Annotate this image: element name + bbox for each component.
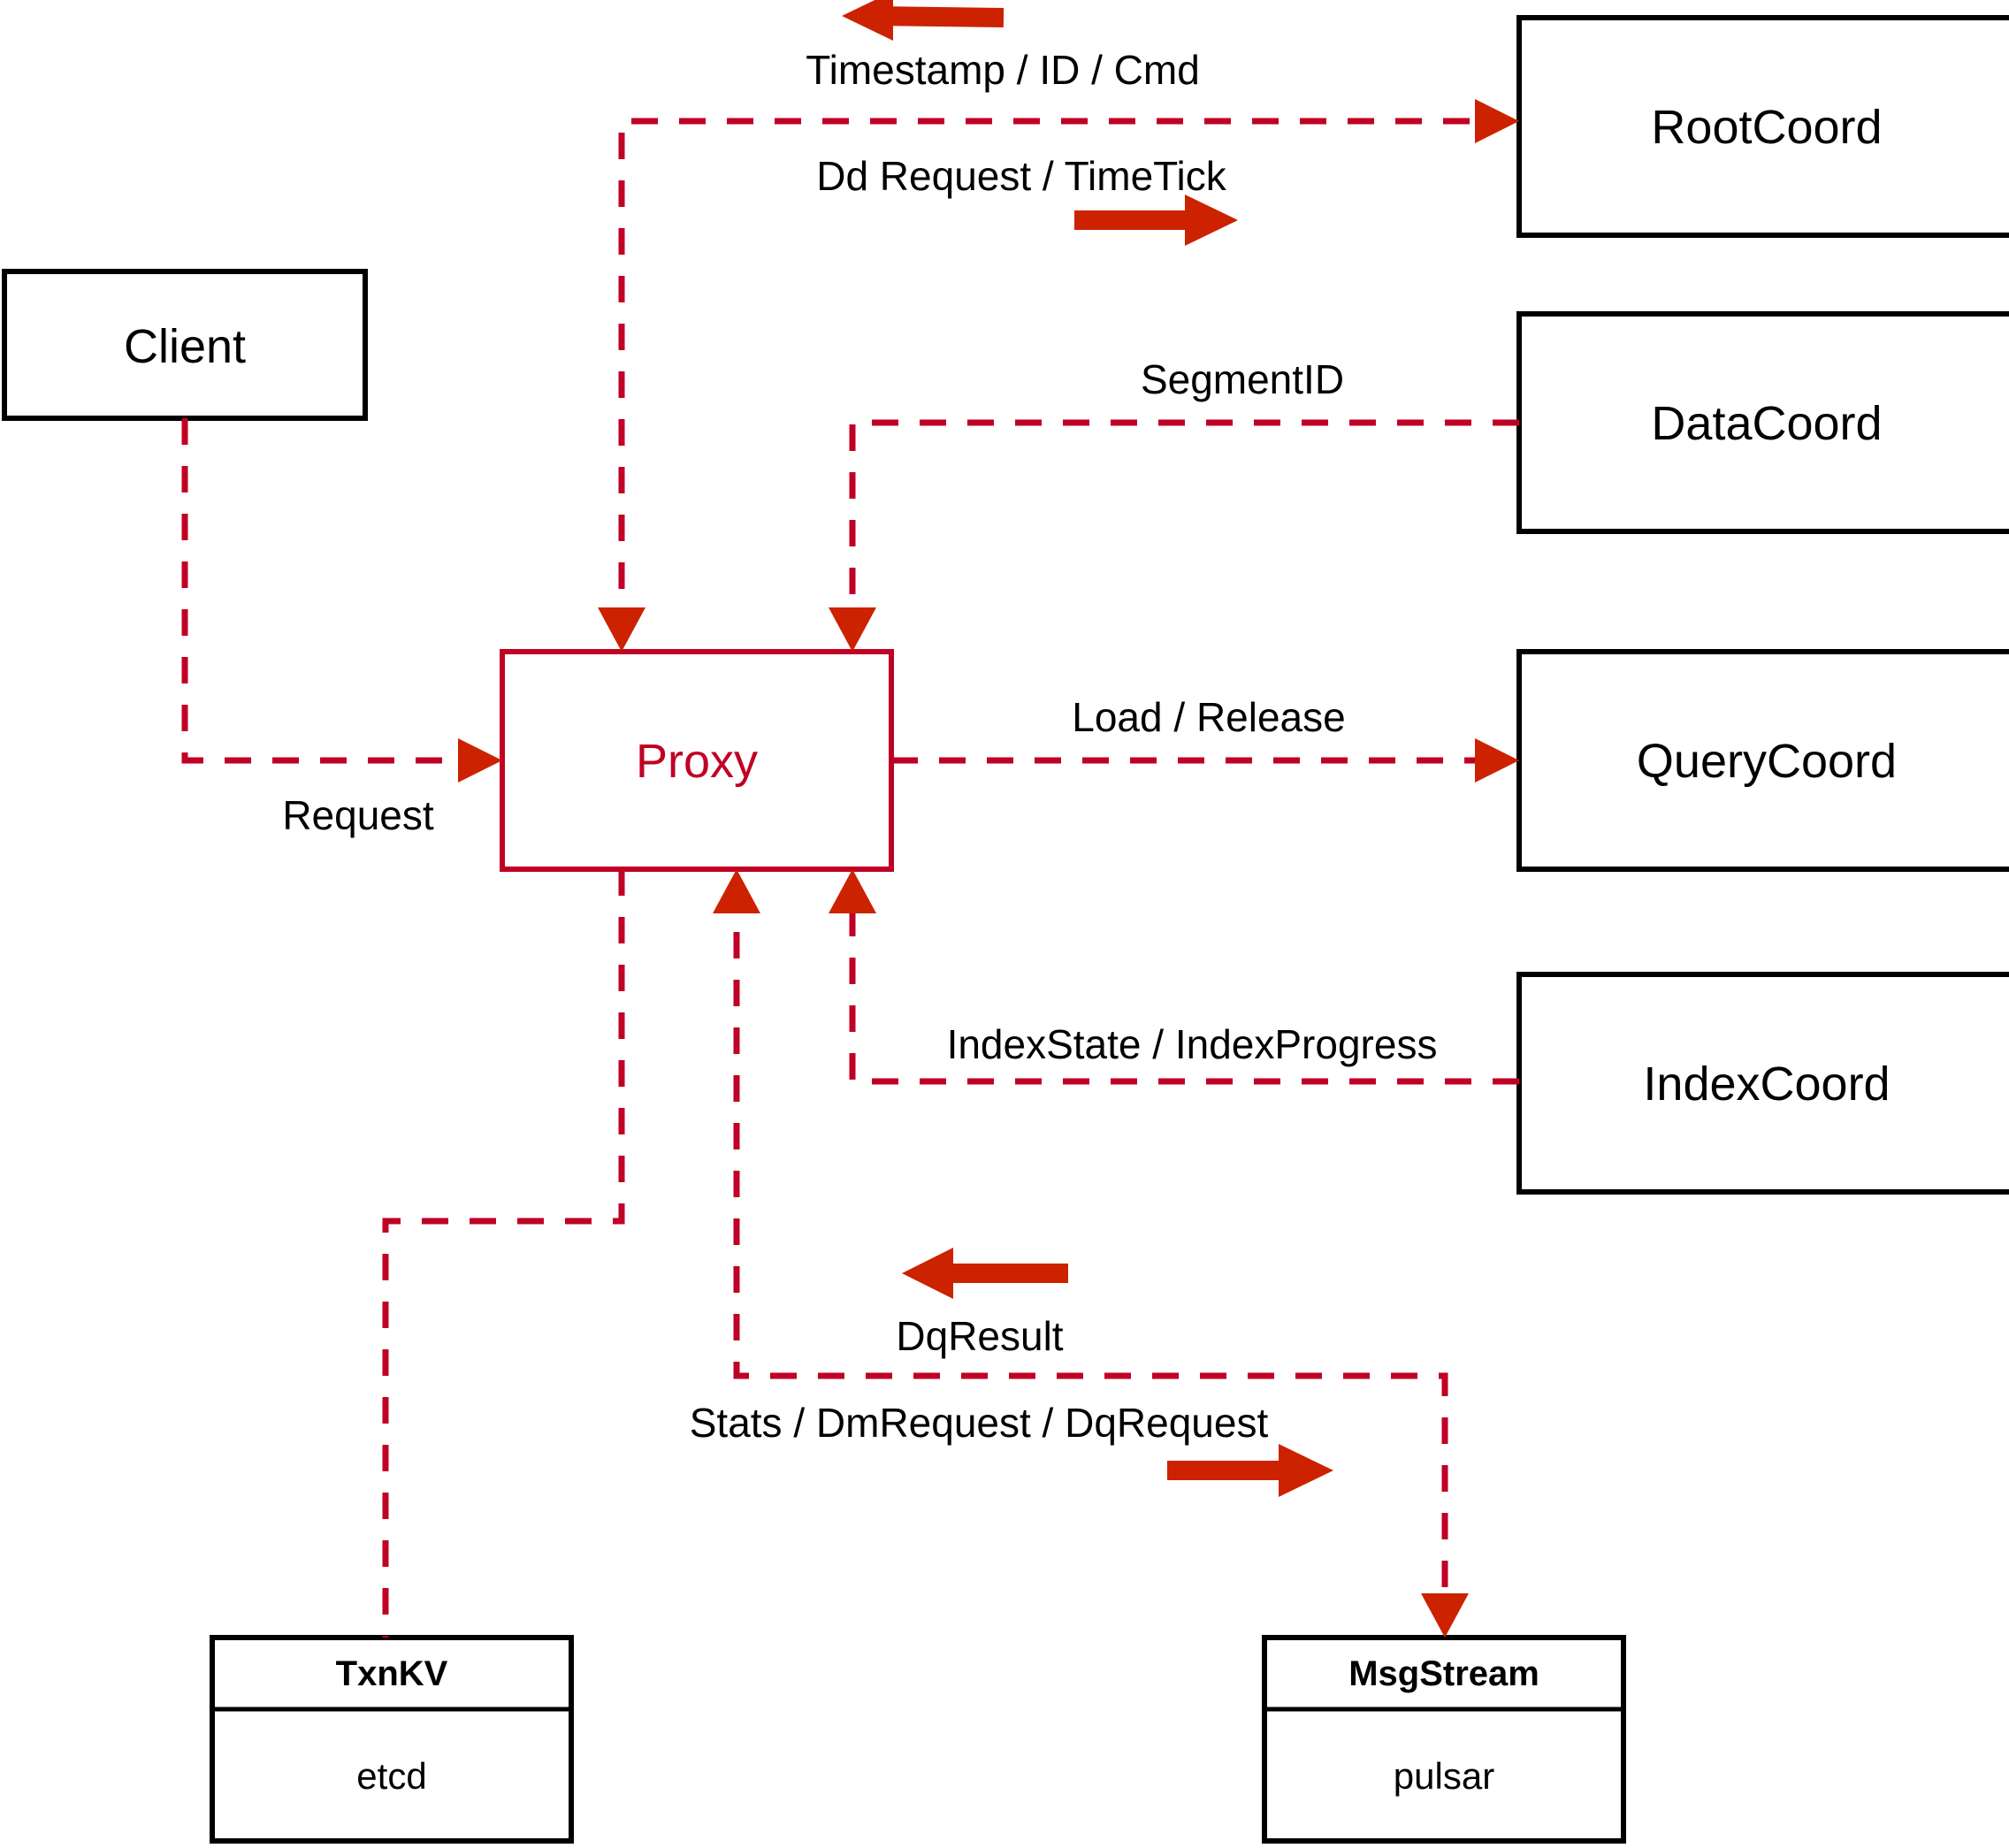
client-label: Client (124, 320, 246, 373)
edge-label-index-state-progress: IndexState / IndexProgress (947, 1021, 1438, 1067)
node-index-coord[interactable]: IndexCoord (1516, 972, 2009, 1195)
direction-arrow-timestamp-head (842, 0, 893, 41)
root-coord-label: RootCoord (1651, 101, 1882, 154)
txnkv-title: TxnKV (336, 1654, 448, 1693)
arrowhead-into-proxy-top-right (829, 607, 876, 652)
arrowhead-into-rootcoord (1475, 99, 1519, 143)
edge-datacoord-proxy (829, 419, 1519, 652)
query-coord-label: QueryCoord (1637, 735, 1897, 788)
edge-proxy-rootcoord-path (618, 118, 1496, 637)
txnkv-impl-label: etcd (356, 1755, 426, 1797)
direction-arrow-timestamp-left (842, 0, 1004, 41)
edge-proxy-txnkv (382, 869, 625, 1638)
index-coord-label: IndexCoord (1643, 1058, 1890, 1111)
direction-arrow-dqresult-head (902, 1248, 953, 1299)
edge-proxy-rootcoord (598, 99, 1519, 652)
edge-proxy-msgstream (713, 869, 1469, 1638)
edge-indexcoord-proxy (829, 869, 1519, 1085)
msgstream-impl-label: pulsar (1394, 1755, 1494, 1797)
direction-arrow-dqresult-left (902, 1248, 1068, 1299)
arrowhead-into-msgstream (1421, 1593, 1469, 1638)
msgstream-title: MsgStream (1348, 1654, 1539, 1693)
node-proxy[interactable]: Proxy (500, 649, 894, 872)
data-coord-label: DataCoord (1651, 397, 1882, 450)
direction-arrow-timestamp-shaft (875, 6, 1004, 27)
proxy-box[interactable] (500, 649, 894, 872)
edge-label-segment-id: SegmentID (1141, 356, 1344, 402)
edge-label-request: Request (282, 792, 434, 838)
edge-label-load-release: Load / Release (1072, 694, 1345, 740)
direction-arrow-ddrequest-right (1074, 195, 1238, 246)
arrowhead-into-querycoord (1475, 738, 1519, 783)
edge-label-dq-result: DqResult (896, 1313, 1063, 1359)
edge-proxy-querycoord (891, 738, 1519, 783)
node-msgstream[interactable]: MsgStream pulsar (1262, 1635, 1626, 1844)
edge-label-stats-dm-dq-request: Stats / DmRequest / DqRequest (690, 1400, 1269, 1446)
edge-label-timestamp-id-cmd: Timestamp / ID / Cmd (806, 47, 1200, 93)
index-coord-box[interactable] (1516, 972, 2009, 1195)
node-client[interactable]: Client (2, 269, 368, 421)
node-txnkv[interactable]: TxnKV etcd (210, 1635, 574, 1844)
msgstream-box[interactable] (1262, 1635, 1626, 1844)
direction-arrow-dmrequest-right (1167, 1444, 1333, 1497)
arrowhead-into-proxy-left (458, 738, 502, 783)
edge-proxy-msgstream-path (733, 884, 1448, 1615)
edge-datacoord-proxy-path (849, 419, 1519, 637)
arrowhead-into-proxy-top-left (598, 607, 645, 652)
arrowhead-into-proxy-bottom-left (713, 869, 760, 913)
edge-proxy-txnkv-path (382, 869, 625, 1638)
arrowhead-into-proxy-bottom-right (829, 869, 876, 913)
node-root-coord[interactable]: RootCoord (1516, 15, 2009, 238)
edge-client-proxy (181, 418, 502, 783)
txnkv-box[interactable] (210, 1635, 574, 1844)
node-query-coord[interactable]: QueryCoord (1516, 649, 2009, 872)
proxy-label: Proxy (636, 735, 758, 788)
data-coord-box[interactable] (1516, 311, 2009, 534)
edge-label-dd-request-timetick: Dd Request / TimeTick (816, 153, 1227, 199)
direction-arrow-dmrequest-head (1279, 1444, 1333, 1497)
edge-client-proxy-path (181, 418, 480, 764)
root-coord-box[interactable] (1516, 15, 2009, 238)
node-data-coord[interactable]: DataCoord (1516, 311, 2009, 534)
direction-arrow-ddrequest-head (1185, 195, 1238, 246)
